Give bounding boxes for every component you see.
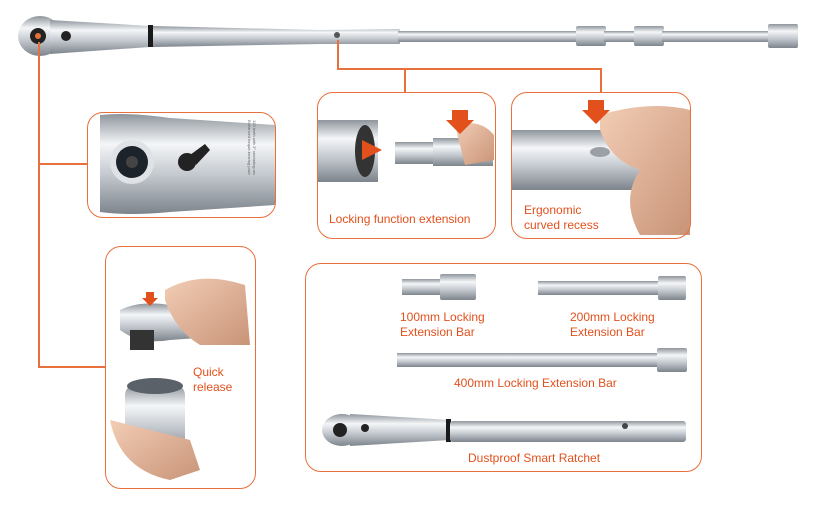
quick-release-detail	[110, 278, 250, 480]
ext-200-image	[538, 276, 686, 300]
locking-detail	[318, 110, 494, 182]
ext-400-image	[397, 348, 687, 372]
ext-400-label: 400mm Locking Extension Bar	[454, 376, 617, 390]
ergonomic-detail	[512, 100, 690, 235]
engraving-text: 120 teeth with 3° ratcheting arc Enhance…	[247, 120, 257, 176]
connector-line	[38, 42, 40, 367]
dustproof-ratchet-image	[322, 414, 686, 446]
connector-line	[337, 68, 601, 70]
locking-callout	[317, 92, 496, 239]
ratchet-label: Dustproof Smart Ratchet	[468, 451, 601, 465]
ratchet-head-callout	[87, 112, 276, 218]
ext-100-label: 100mm Locking Extension Bar	[400, 310, 485, 339]
connector-line	[38, 163, 87, 165]
connector-line	[38, 366, 105, 368]
connector-line	[337, 40, 339, 68]
quick-release-label: Quick release	[193, 365, 233, 394]
ext-200-label: 200mm Locking Extension Bar	[570, 310, 655, 339]
locking-label: Locking function extension	[329, 212, 471, 226]
ext-100-image	[402, 274, 476, 300]
main-ratchet-wrench	[18, 16, 798, 56]
quick-release-callout	[105, 246, 256, 489]
product-set-panel	[305, 263, 702, 472]
ergonomic-callout	[511, 92, 691, 239]
ratchet-head-detail	[100, 114, 275, 214]
connector-line	[600, 68, 602, 92]
connector-line	[404, 68, 406, 92]
ergonomic-label: Ergonomic curved recess	[524, 203, 599, 232]
